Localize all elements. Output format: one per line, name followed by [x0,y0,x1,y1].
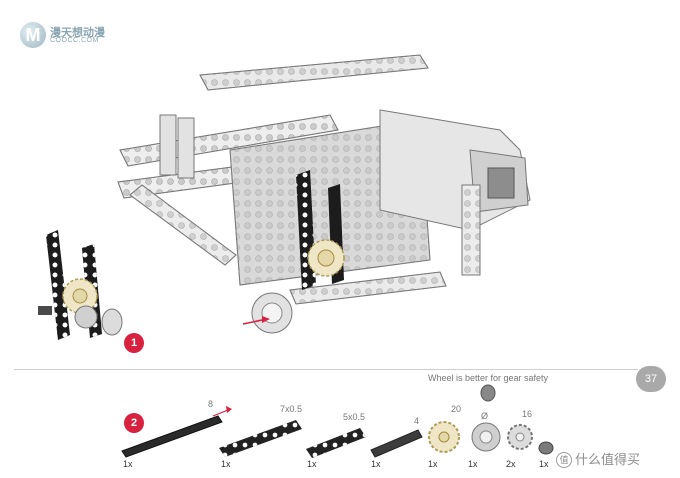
gear-16-icon [507,424,533,450]
vehicle-frame [117,54,531,334]
sub-assembly [38,230,123,340]
part-size: 16 [522,409,533,419]
part-quantity: 1x [307,459,317,469]
part-quantity: 1x [539,459,549,469]
part-size: Ø [481,411,489,421]
main-step-badge: 1 [124,333,144,353]
beam-5x05-icon [306,428,366,458]
part-quantity: 1x [468,459,478,469]
gear-20-icon [428,421,460,453]
section-divider [14,369,638,370]
axle-4-icon [370,429,423,458]
watermark-site: COOCC.COM [50,37,99,44]
wheel-hub-icon [471,384,501,452]
insert-arrow-icon [242,316,270,325]
part-quantity: 2x [506,459,516,469]
corner-watermark: 值什么值得买 [556,449,640,468]
axle-black-icon [121,406,232,458]
part-quantity: 1x [428,459,438,469]
part-size: 5x0.5 [343,412,366,422]
part-quantity: 1x [371,459,381,469]
watermark-title: 漫天想动漫 [50,27,105,39]
part-size: 7x0.5 [280,404,303,414]
page-number: 37 [636,366,666,392]
connector-icon [538,441,554,455]
parts-step-badge: 2 [124,413,144,433]
gear-installed [307,239,345,277]
watermark-logo-icon: M [20,22,46,48]
assembly-illustration [38,54,531,340]
part-size: 4 [414,416,420,426]
site-watermark: M 漫天想动漫 COOCC.COM [20,22,130,52]
watermark-mark-icon: 值 [556,452,572,468]
part-quantity: 1x [221,459,231,469]
part-size: 20 [451,404,462,414]
tip-text: Wheel is better for gear safety [428,373,549,383]
beam-7x05-icon [219,420,302,457]
corner-watermark-text: 什么值得买 [575,452,641,467]
part-size: 8 [208,399,214,409]
parts-list-illustration [121,384,554,458]
part-quantity: 1x [123,459,133,469]
